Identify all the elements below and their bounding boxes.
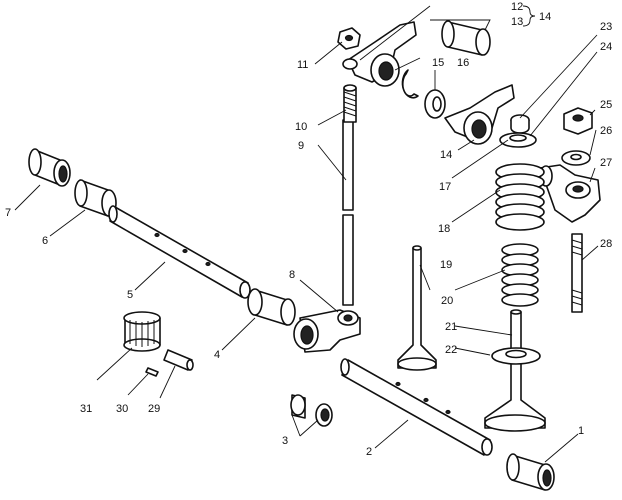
label-20: 20	[441, 295, 453, 307]
label-11: 11	[297, 59, 308, 71]
part-8-rocker-arm	[293, 309, 361, 353]
label-21: 21	[445, 321, 457, 333]
part-20-inner-spring	[501, 243, 539, 307]
part-26-washer	[561, 150, 591, 166]
label-25: 25	[600, 99, 612, 111]
label-19: 19	[440, 259, 452, 271]
part-22-washer	[491, 347, 541, 365]
label-9: 9	[298, 140, 304, 152]
part-2-rocker-shaft	[340, 358, 493, 456]
label-17: 17	[439, 181, 451, 193]
label-16: 16	[457, 57, 469, 69]
label-23: 23	[600, 21, 612, 33]
part-23-collet	[510, 114, 530, 134]
label-12: 12	[511, 1, 523, 13]
label-28: 28	[600, 238, 612, 250]
part-13-bushing	[441, 20, 491, 56]
label-7: 7	[5, 207, 11, 219]
part-14-rocker-arm	[444, 84, 515, 145]
labels: 1 2 3 4 5 6 7 8 9 10 11 12 13 14 14 15 1…	[5, 1, 612, 458]
part-18-outer-spring	[495, 163, 545, 231]
part-25-nut	[563, 107, 593, 135]
part-4-bushing	[247, 288, 296, 326]
part-10-adjusting-screw	[343, 84, 357, 123]
label-29: 29	[148, 403, 160, 415]
part-3-bushings	[290, 394, 333, 427]
label-22: 22	[445, 344, 457, 356]
label-6: 6	[42, 235, 48, 247]
label-4: 4	[214, 349, 220, 361]
label-10: 10	[295, 121, 307, 133]
label-14-mid: 14	[440, 149, 452, 161]
part-16-washer	[424, 89, 446, 119]
part-11-lock-nut	[337, 27, 361, 50]
label-5: 5	[127, 289, 133, 301]
part-9-push-rod	[342, 119, 354, 306]
part-1-bushing	[506, 453, 555, 491]
part-27-bracket	[539, 164, 601, 223]
label-1: 1	[578, 425, 584, 437]
label-24: 24	[600, 41, 612, 53]
label-30: 30	[116, 403, 128, 415]
label-26: 26	[600, 125, 612, 137]
part-31-bushing	[123, 311, 161, 352]
label-13: 13	[511, 16, 523, 28]
part-29-pin	[163, 349, 194, 371]
label-14-top: 14	[539, 11, 551, 23]
part-12-rocker-arm	[342, 21, 417, 87]
part-15-circlip	[401, 69, 419, 99]
part-19-valve	[397, 245, 437, 371]
bracket-12-13	[522, 5, 536, 27]
label-15: 15	[432, 57, 444, 69]
part-28-stud	[571, 233, 583, 313]
part-7-bushing	[28, 148, 71, 187]
part-21-valve	[484, 309, 546, 432]
label-27: 27	[600, 157, 612, 169]
part-30-pin	[145, 367, 159, 377]
label-3: 3	[282, 435, 288, 447]
part-24-spring-cap	[499, 132, 537, 148]
leader-lines	[14, 5, 599, 463]
label-18: 18	[438, 223, 450, 235]
part-5-rocker-shaft	[108, 205, 251, 299]
label-2: 2	[366, 446, 372, 458]
label-8: 8	[289, 269, 295, 281]
label-31: 31	[80, 403, 92, 415]
